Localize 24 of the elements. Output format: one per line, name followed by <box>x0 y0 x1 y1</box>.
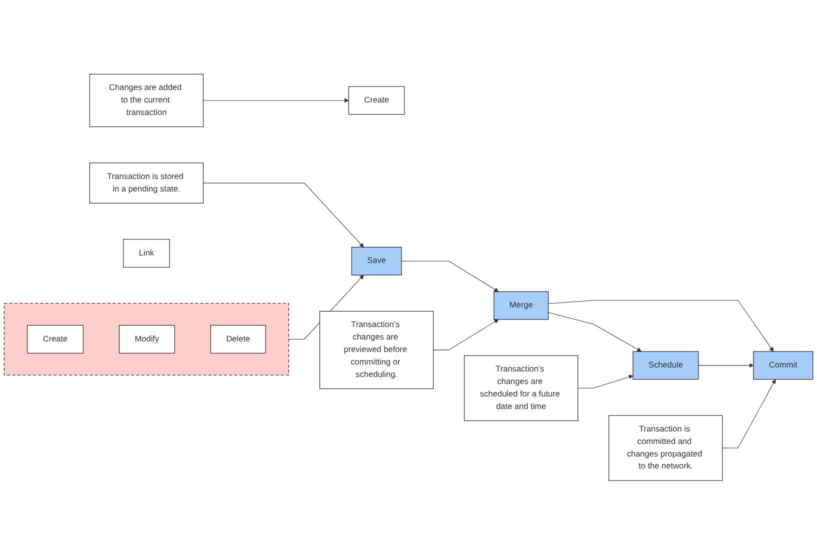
arrow <box>203 182 364 248</box>
node-box: Merge <box>494 292 549 320</box>
node-box: Create <box>348 86 405 115</box>
arrow <box>401 261 499 292</box>
arrow <box>722 379 776 448</box>
arrow <box>548 312 642 352</box>
node-box: Link <box>123 239 170 268</box>
node-box: Delete <box>210 325 266 354</box>
arrow <box>548 300 774 352</box>
node-box: Transaction is committed and changes propagated to the network. <box>608 415 723 481</box>
node-box: Modify <box>119 325 175 354</box>
node-box: Save <box>351 247 402 276</box>
arrow <box>203 98 349 103</box>
arrow <box>698 363 754 368</box>
cluster <box>4 303 290 376</box>
node-box: Create <box>27 325 84 354</box>
node-box: Transaction’s changes are scheduled for a future date and time <box>464 356 578 422</box>
node-box: Transaction is stored in a pending state. <box>89 162 204 204</box>
arrow <box>433 319 499 350</box>
node-box: Transaction’s changes are previewed before committing or scheduling. <box>320 311 434 390</box>
node-box: Changes are added to the current transaction <box>89 74 204 128</box>
node-box: Schedule <box>632 351 699 380</box>
arrow <box>578 374 634 389</box>
node-box: Commit <box>753 351 814 380</box>
